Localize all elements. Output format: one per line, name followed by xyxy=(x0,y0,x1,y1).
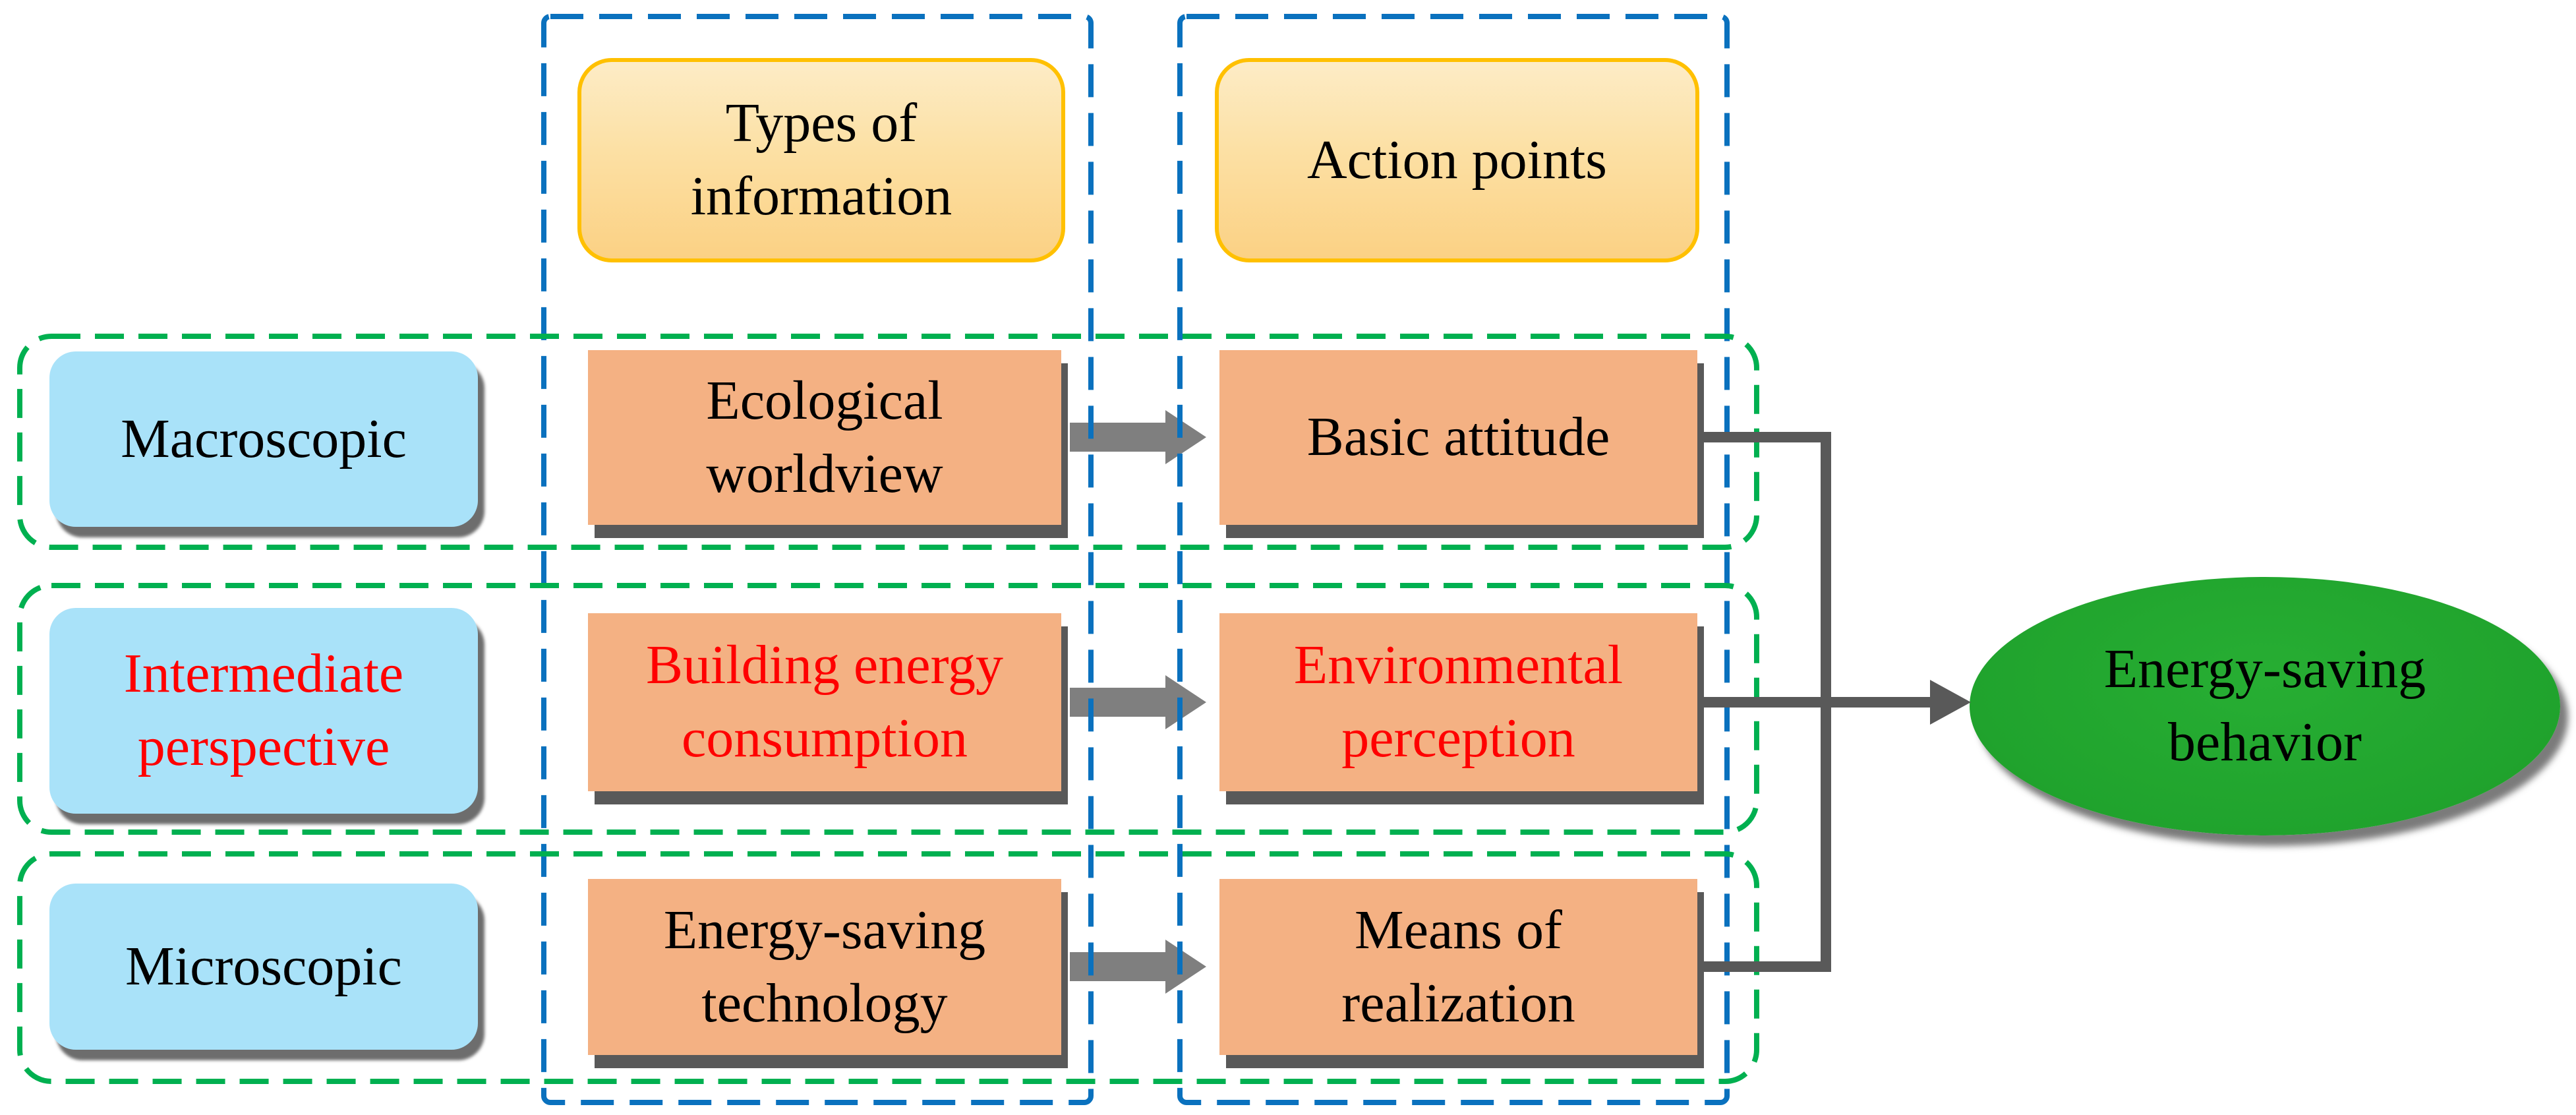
perspective-macroscopic: Macroscopic xyxy=(49,351,478,527)
connector-lines xyxy=(1697,432,1931,972)
arrow-right-icon xyxy=(1070,410,1206,464)
info-energy-saving-technology: Energy-saving technology xyxy=(588,879,1061,1055)
arrow-right-icon xyxy=(1070,940,1206,994)
outcome-energy-saving-behavior: Energy-saving behavior xyxy=(1970,577,2560,835)
action-basic-attitude: Basic attitude xyxy=(1219,350,1697,525)
info-ecological-worldview: Ecological worldview xyxy=(588,350,1061,525)
arrow-right-icon xyxy=(1070,675,1206,729)
outcome-arrowhead-icon xyxy=(1930,680,1971,725)
action-environmental-perception: Environmental perception xyxy=(1219,613,1697,791)
header-action-points: Action points xyxy=(1215,58,1699,262)
info-building-energy-consumption: Building energy consumption xyxy=(588,613,1061,791)
perspective-intermediate: Intermediate perspective xyxy=(49,608,478,814)
perspective-microscopic: Microscopic xyxy=(49,884,478,1050)
flow-arrow-icons xyxy=(1070,410,1206,994)
action-means-of-realization: Means of realization xyxy=(1219,879,1697,1055)
header-types-of-information: Types of information xyxy=(577,58,1065,262)
connector-bus xyxy=(1697,432,1831,972)
